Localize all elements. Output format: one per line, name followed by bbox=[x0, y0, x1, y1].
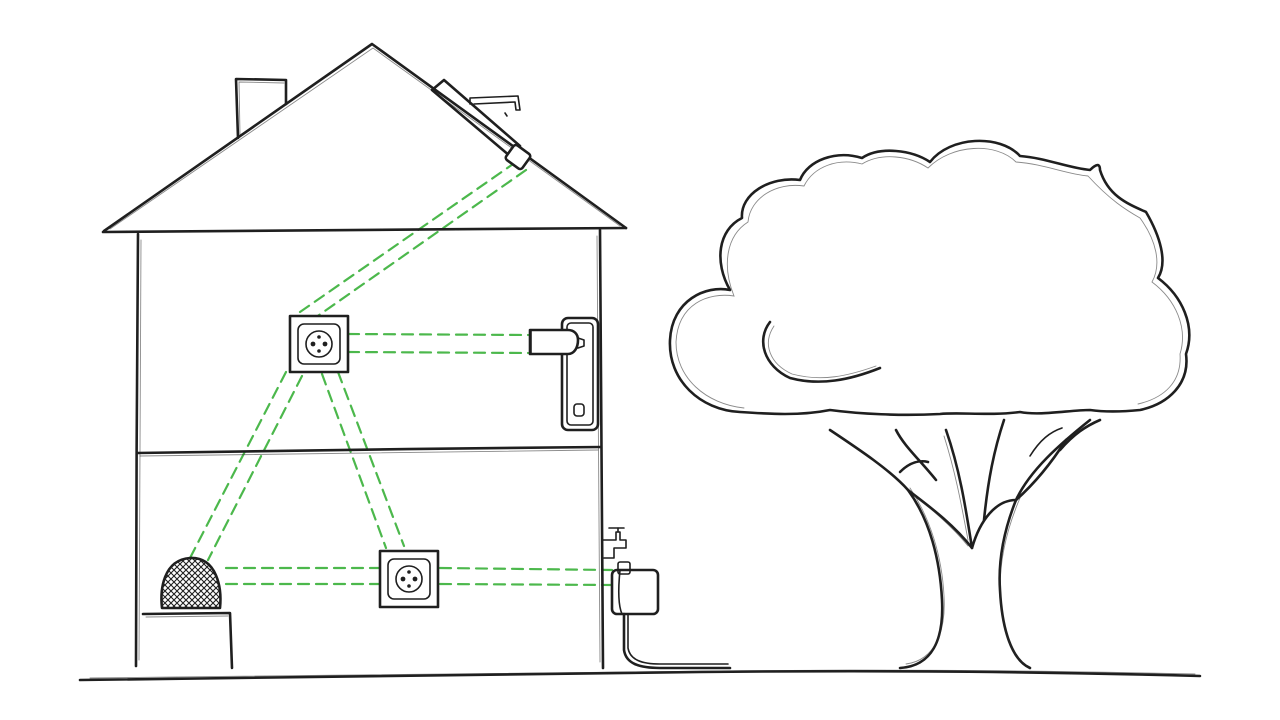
link-roof-to-upper-socket bbox=[298, 160, 528, 322]
chimney bbox=[234, 77, 288, 140]
link-upper-socket-to-lower-socket bbox=[320, 370, 406, 550]
house-roof bbox=[101, 42, 628, 234]
smart-plug-icon bbox=[288, 314, 350, 374]
link-speaker-to-lower-socket bbox=[224, 566, 382, 586]
ground-line bbox=[78, 669, 1202, 682]
smart-plug-icon bbox=[378, 549, 440, 609]
house-walls bbox=[134, 228, 605, 670]
mesh-connections bbox=[188, 160, 614, 587]
link-upper-socket-to-speaker bbox=[188, 370, 304, 562]
link-lower-socket-to-water-controller bbox=[438, 566, 614, 587]
side-table bbox=[141, 611, 234, 670]
smart-lock-icon bbox=[528, 316, 600, 432]
smart-speaker-icon bbox=[160, 556, 222, 610]
upper-smart-plug bbox=[288, 314, 350, 374]
roof-sensor-icon bbox=[430, 78, 532, 171]
water-valve-icon bbox=[602, 527, 732, 670]
floor-divider bbox=[135, 445, 603, 457]
link-upper-socket-to-door-lock bbox=[346, 332, 530, 355]
tree-canopy bbox=[668, 139, 1191, 417]
tree-trunk bbox=[828, 418, 1092, 670]
tree bbox=[668, 139, 1191, 670]
house bbox=[101, 42, 628, 670]
lower-smart-plug bbox=[378, 549, 440, 609]
